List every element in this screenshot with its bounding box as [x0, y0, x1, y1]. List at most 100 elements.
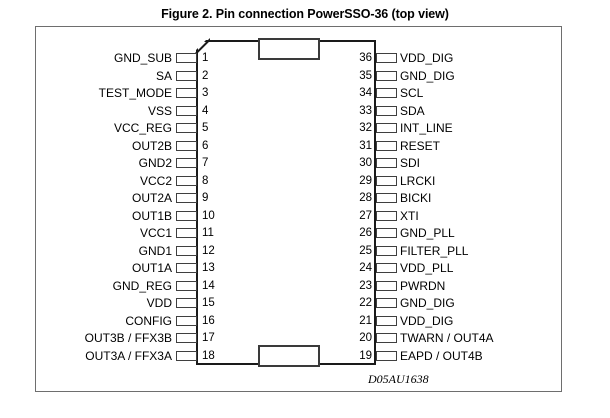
pin-label-27: XTI: [400, 208, 419, 223]
pin-label-23: PWRDN: [400, 278, 446, 293]
pin-label-3: TEST_MODE: [98, 86, 172, 100]
pin-pad-26: [376, 228, 397, 238]
pin-pad-35: [376, 70, 397, 81]
pin-pad-25: [376, 245, 397, 256]
pin-number-24: 24: [359, 262, 372, 274]
package-body-outline: [196, 40, 376, 365]
pin-number-11: 11: [202, 227, 214, 239]
pin-number-10: 10: [202, 209, 215, 222]
pin-number-3: 3: [202, 87, 209, 99]
pin-pad-3: [176, 88, 197, 98]
pin-number-25: 25: [359, 244, 372, 257]
pin-pad-17: [176, 333, 197, 343]
pin-pad-32: [376, 123, 397, 133]
pin-label-16: CONFIG: [125, 313, 172, 328]
pin-number-36: 36: [359, 52, 372, 64]
pin-number-5: 5: [202, 122, 209, 134]
pin-pad-13: [176, 263, 197, 273]
pin-number-32: 32: [359, 122, 372, 134]
pin-label-34: SCL: [400, 86, 424, 100]
pin-number-8: 8: [202, 174, 209, 187]
pin-label-17: OUT3B / FFX3B: [84, 331, 172, 345]
pin-pad-22: [376, 298, 397, 308]
pin-label-1: GND_SUB: [113, 51, 172, 65]
pin-pad-19: [376, 350, 397, 361]
pin-pad-21: [376, 315, 397, 326]
pin-pad-4: [176, 105, 197, 116]
pin-number-18: 18: [202, 349, 215, 362]
pin-number-22: 22: [359, 297, 372, 309]
pin-number-29: 29: [359, 174, 372, 187]
pin-label-14: GND_REG: [112, 278, 172, 293]
pin-number-23: 23: [359, 279, 372, 292]
pin-label-29: LRCKI: [400, 173, 436, 188]
pin-pad-23: [376, 280, 397, 291]
pin-number-6: 6: [202, 139, 209, 152]
pin-label-20: TWARN / OUT4A: [400, 331, 494, 345]
pin-pad-14: [176, 280, 197, 291]
pin-pad-10: [176, 210, 197, 221]
pin-pad-20: [376, 333, 397, 343]
pin-pad-8: [176, 175, 197, 186]
pin-label-8: VCC2: [139, 173, 172, 188]
pin-label-35: GND_DIG: [400, 68, 455, 83]
pin-label-9: OUT2A: [131, 191, 172, 205]
pin-number-34: 34: [359, 87, 372, 99]
pin-label-18: OUT3A / FFX3A: [85, 348, 172, 363]
pin-number-13: 13: [202, 262, 215, 274]
pin-label-11: VCC1: [139, 226, 172, 240]
pin-pad-30: [376, 158, 397, 168]
pin-number-12: 12: [202, 244, 215, 257]
pin-pad-16: [176, 315, 197, 326]
pin-label-24: VDD_PLL: [400, 261, 454, 275]
pin-number-30: 30: [359, 157, 372, 169]
pin-pad-12: [176, 245, 197, 256]
pin-label-12: GND1: [138, 243, 172, 258]
pin-pad-6: [176, 140, 197, 151]
figure-title: Figure 2. Pin connection PowerSSO-36 (to…: [161, 7, 449, 21]
pin-number-14: 14: [202, 279, 215, 292]
pin-number-28: 28: [359, 192, 372, 204]
pin-label-10: OUT1B: [131, 208, 172, 223]
pin-label-36: VDD_DIG: [400, 51, 454, 65]
pin-number-1: 1: [202, 52, 209, 64]
exposed-pad-tab-top: [258, 38, 320, 60]
pin-label-13: OUT1A: [131, 261, 172, 275]
pin-number-17: 17: [202, 332, 215, 344]
pin-label-26: GND_PLL: [400, 226, 455, 240]
pin-label-21: VDD_DIG: [400, 313, 454, 328]
pin-label-25: FILTER_PLL: [400, 243, 469, 258]
pin-number-31: 31: [359, 139, 372, 152]
pin-pad-2: [176, 70, 197, 81]
pin-pad-7: [176, 158, 197, 168]
pin-label-31: RESET: [400, 138, 441, 153]
pin-pad-11: [176, 228, 197, 238]
pin-pad-9: [176, 193, 197, 203]
pin-number-9: 9: [202, 192, 209, 204]
pin-label-4: VSS: [147, 103, 172, 118]
pin-1-chamfer-indicator: [194, 38, 210, 54]
pin-number-26: 26: [359, 227, 372, 239]
pin-number-33: 33: [359, 104, 372, 117]
pin-pad-1: [176, 53, 197, 63]
exposed-pad-tab-bottom: [258, 345, 320, 367]
pin-label-5: VCC_REG: [113, 121, 172, 135]
pin-number-15: 15: [202, 297, 215, 309]
pin-number-21: 21: [359, 314, 372, 327]
pin-label-30: SDI: [400, 156, 421, 170]
pin-pad-28: [376, 193, 397, 203]
pin-pad-34: [376, 88, 397, 98]
pin-pad-31: [376, 140, 397, 151]
pin-label-28: BICKI: [400, 191, 432, 205]
pin-pad-18: [176, 350, 197, 361]
pin-pad-15: [176, 298, 197, 308]
pin-label-33: SDA: [400, 103, 425, 118]
pin-label-22: GND_DIG: [400, 296, 455, 310]
pin-label-2: SA: [155, 68, 172, 83]
pin-pad-36: [376, 53, 397, 63]
pin-pad-33: [376, 105, 397, 116]
pin-number-19: 19: [359, 349, 372, 362]
pin-pad-29: [376, 175, 397, 186]
pin-label-19: EAPD / OUT4B: [400, 348, 483, 363]
pin-number-20: 20: [359, 332, 372, 344]
